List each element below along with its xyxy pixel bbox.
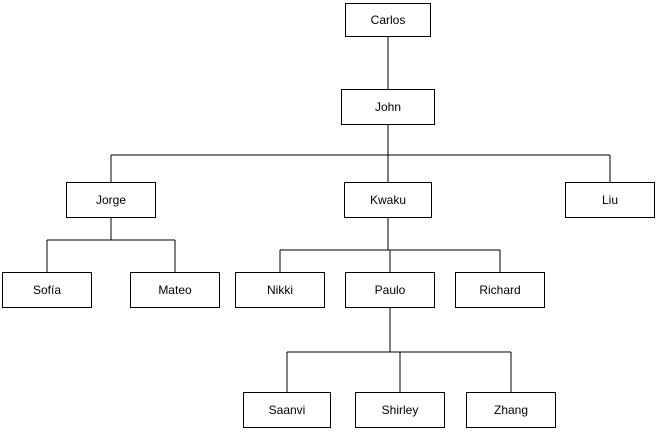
node-jorge: Jorge: [66, 182, 156, 218]
node-paulo: Paulo: [345, 272, 435, 308]
node-shirley: Shirley: [355, 392, 445, 428]
node-kwaku: Kwaku: [344, 182, 432, 218]
node-carlos: Carlos: [345, 3, 431, 37]
node-mateo: Mateo: [130, 272, 220, 308]
node-zhang: Zhang: [466, 392, 556, 428]
node-richard: Richard: [455, 272, 545, 308]
node-liu: Liu: [565, 182, 655, 218]
node-sofia: Sofía: [2, 272, 92, 308]
node-john: John: [341, 89, 435, 125]
node-saanvi: Saanvi: [243, 392, 331, 428]
node-nikki: Nikki: [235, 272, 325, 308]
